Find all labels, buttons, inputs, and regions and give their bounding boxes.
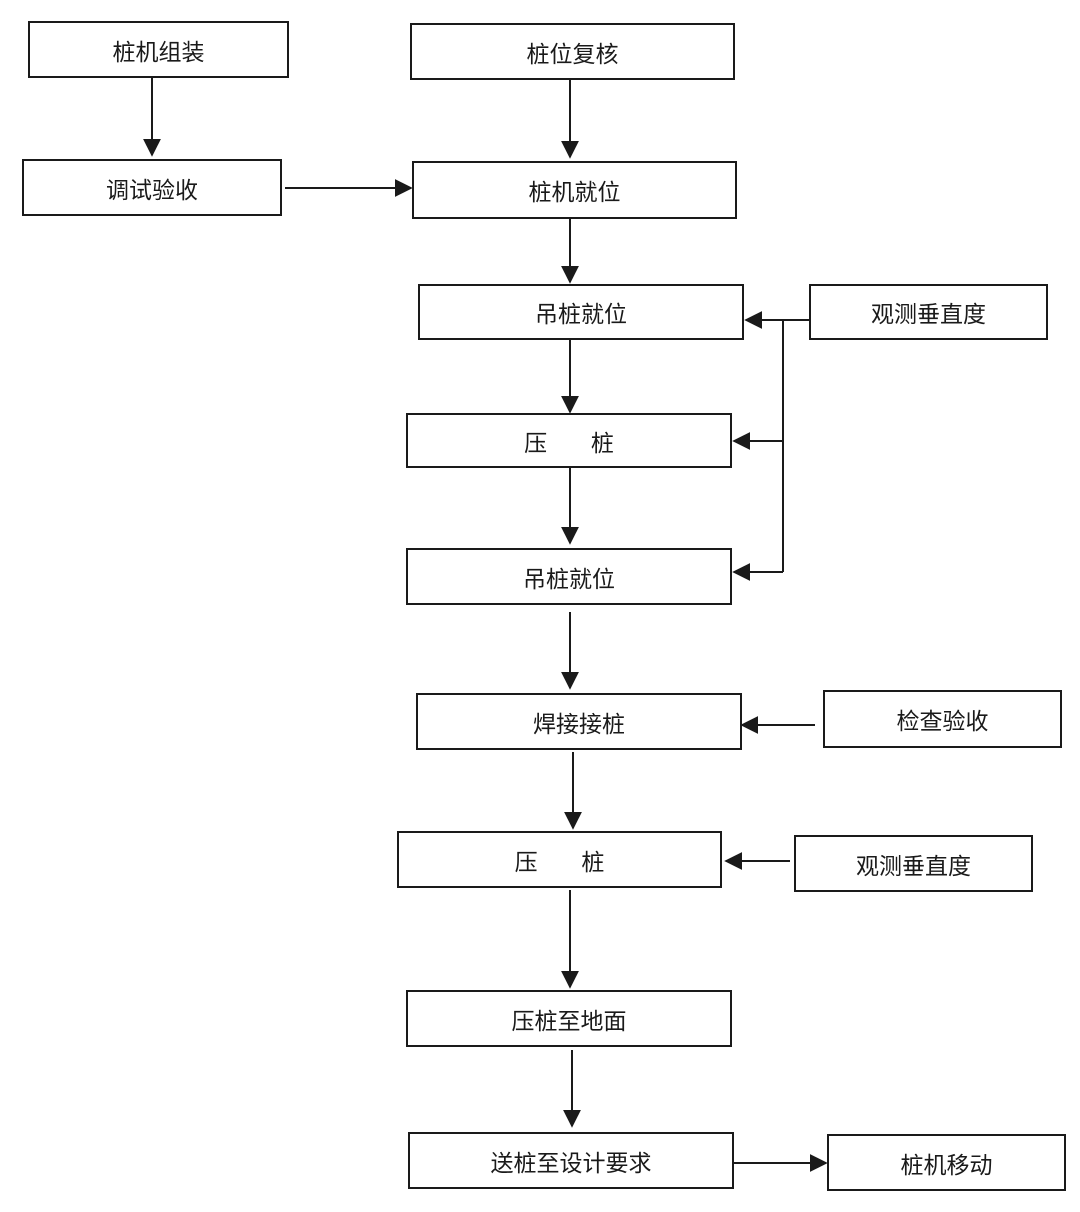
node-label: 桩位复核: [526, 41, 619, 68]
node-machine-position: 桩机就位: [412, 161, 737, 219]
node-lift-position-2: 吊桩就位: [406, 548, 732, 605]
node-label: 桩机就位: [528, 180, 621, 206]
node-press-2: 压 桩: [397, 831, 722, 888]
node-weld-joint: 焊接接桩: [416, 693, 742, 750]
node-press-1: 压 桩: [406, 413, 732, 468]
node-inspect-accept: 检查验收: [823, 690, 1062, 748]
node-send-design: 送桩至设计要求: [408, 1132, 734, 1189]
node-label: 压 桩: [514, 849, 605, 876]
node-label: 观测垂直度: [856, 853, 971, 880]
node-label: 送桩至设计要求: [490, 1150, 652, 1177]
node-observe-vertical-2: 观测垂直度: [794, 835, 1033, 892]
node-pile-recheck: 桩位复核: [410, 23, 735, 80]
node-label: 桩机移动: [900, 1152, 993, 1179]
node-press-ground: 压桩至地面: [406, 990, 732, 1047]
node-assemble: 桩机组装: [28, 21, 289, 78]
node-label: 压桩至地面: [511, 1008, 627, 1035]
node-label: 压 桩: [524, 430, 614, 457]
node-machine-move: 桩机移动: [827, 1134, 1066, 1191]
node-label: 调试验收: [106, 177, 198, 204]
node-lift-position-1: 吊桩就位: [418, 284, 744, 340]
node-label: 桩机组装: [112, 39, 205, 66]
node-label: 检查验收: [896, 709, 989, 735]
node-observe-vertical-1: 观测垂直度: [809, 284, 1048, 340]
node-label: 焊接接桩: [533, 711, 625, 738]
node-label: 吊桩就位: [523, 566, 615, 593]
node-label: 观测垂直度: [871, 302, 986, 328]
node-label: 吊桩就位: [535, 302, 627, 328]
node-debug-accept: 调试验收: [22, 159, 282, 216]
